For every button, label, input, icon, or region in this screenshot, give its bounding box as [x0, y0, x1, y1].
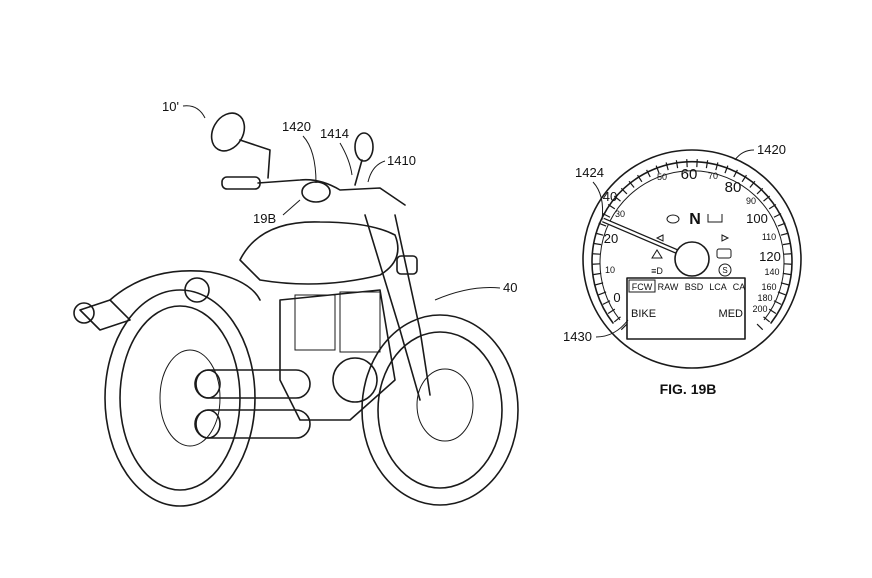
tick-mark	[602, 300, 611, 305]
display-panel	[626, 277, 746, 340]
warning-icon	[651, 249, 663, 259]
speed-tick-label: 160	[761, 282, 776, 292]
display-mode-raw: RAW	[658, 282, 679, 292]
speed-tick-label: 70	[708, 171, 718, 181]
tick-mark	[773, 213, 782, 218]
tick-mark	[768, 308, 777, 314]
tick-mark	[607, 308, 616, 314]
svg-text:S: S	[722, 266, 727, 275]
tick-mark	[705, 160, 709, 169]
label-mirror-1414: 1414	[320, 126, 349, 141]
tick-mark	[780, 232, 789, 236]
headlight-icon: ≡D	[651, 266, 663, 276]
speed-tick-label: 140	[764, 267, 779, 277]
check-engine-icon	[716, 248, 732, 259]
motorcycle-drawing	[73, 112, 519, 507]
speed-tick-label: 30	[615, 209, 625, 219]
label-display-1430: 1430	[563, 329, 592, 344]
tick-mark	[637, 174, 643, 183]
oil-indicator-icon	[666, 214, 680, 224]
speed-tick-label: 80	[725, 179, 742, 196]
speed-tick-label: 90	[746, 196, 756, 206]
display-left-text: BIKE	[631, 308, 656, 320]
tire-pressure-icon	[707, 214, 723, 223]
tick-mark	[613, 195, 621, 202]
tick-mark	[763, 195, 771, 202]
tick-mark	[777, 222, 786, 227]
tick-mark	[595, 282, 604, 286]
left-turn-icon	[655, 234, 664, 242]
needle-hub	[674, 241, 710, 277]
speed-tick-label: 40	[603, 189, 617, 204]
label-gauge-1420: 1420	[282, 119, 311, 134]
label-gauge-1420-detail: 1420	[757, 142, 786, 157]
speed-tick-label: 180	[757, 293, 772, 303]
tick-mark	[620, 187, 628, 195]
tick-mark	[620, 323, 628, 331]
tick-mark	[768, 204, 777, 210]
tick-mark	[598, 222, 607, 227]
tick-mark	[756, 187, 764, 195]
stability-icon	[718, 263, 732, 277]
tick-mark	[665, 162, 669, 171]
tick-mark	[593, 272, 602, 276]
display-right-text: MED	[719, 308, 744, 320]
tick-mark	[741, 174, 747, 183]
leader-line	[302, 135, 317, 184]
tick-mark	[607, 204, 616, 210]
label-figure-ref: 19B	[253, 211, 276, 226]
tick-mark	[655, 165, 660, 174]
speed-tick-label: 50	[657, 172, 667, 182]
tick-mark	[628, 180, 635, 188]
tick-mark	[773, 300, 782, 305]
tick-mark	[724, 165, 729, 174]
figure-caption: FIG. 19B	[660, 381, 717, 397]
leader-line	[367, 160, 386, 183]
display-mode-fcw: FCW	[632, 282, 653, 292]
tick-mark	[646, 169, 651, 178]
leader-line	[595, 319, 629, 338]
tick-mark	[593, 242, 602, 246]
tick-mark	[613, 316, 621, 323]
speed-tick-label: 120	[759, 249, 781, 264]
tick-mark	[675, 160, 679, 169]
tick-mark	[733, 169, 738, 178]
selected-mode-box	[628, 279, 656, 293]
right-turn-icon	[721, 234, 730, 242]
tick-mark	[749, 180, 756, 188]
display-mode-bsd: BSD	[685, 282, 704, 292]
tick-mark	[595, 232, 604, 236]
speed-tick-label: 20	[604, 231, 618, 246]
tick-mark	[598, 291, 607, 296]
leader-arrow	[182, 105, 206, 119]
label-needle-1424: 1424	[575, 165, 604, 180]
tick-mark	[763, 316, 771, 323]
leader-arrow	[734, 149, 755, 161]
leader-line	[592, 181, 604, 221]
neutral-indicator: N	[689, 211, 701, 228]
tick-mark	[602, 213, 611, 218]
tick-mark	[715, 162, 719, 171]
tick-mark	[782, 242, 791, 246]
leader-arrow	[282, 199, 301, 216]
leader-line	[434, 287, 501, 301]
label-vehicle: 10'	[162, 99, 179, 114]
tick-mark	[782, 272, 791, 276]
speed-tick-label: 0	[613, 290, 620, 305]
display-mode-ca: CA	[733, 282, 746, 292]
speed-tick-label: 100	[746, 211, 768, 226]
label-control-1410: 1410	[387, 153, 416, 168]
leader-line	[339, 142, 353, 176]
speed-tick-label: 110	[762, 232, 776, 242]
speed-tick-label: 60	[681, 166, 698, 183]
tick-mark	[756, 323, 764, 331]
speedometer-gauge	[582, 149, 802, 369]
tick-mark	[780, 282, 789, 286]
label-system-40: 40	[503, 280, 517, 295]
tick-mark	[777, 291, 786, 296]
speed-tick-label: 200	[752, 304, 767, 314]
speed-tick-label: 10	[605, 265, 615, 275]
display-mode-lca: LCA	[709, 282, 727, 292]
